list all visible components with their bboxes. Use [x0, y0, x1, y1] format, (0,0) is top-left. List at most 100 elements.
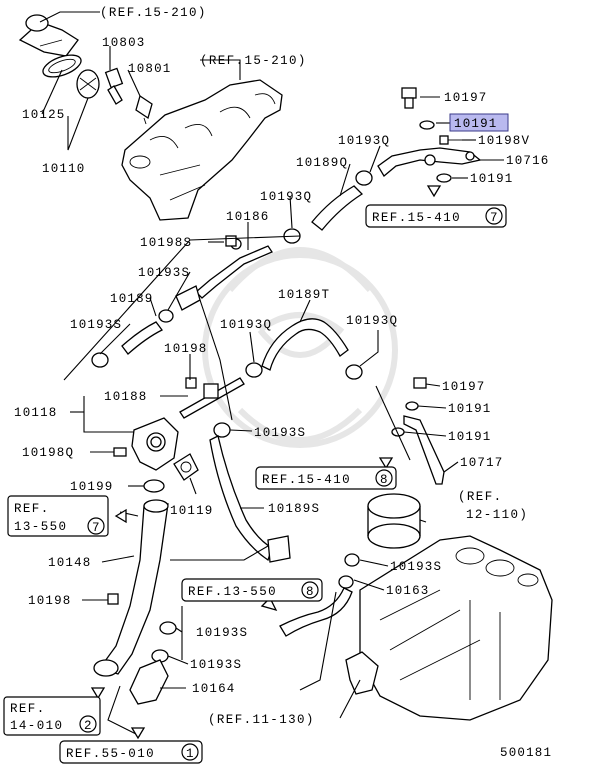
- label-10125[interactable]: 10125: [22, 108, 66, 122]
- label-10189T[interactable]: 10189T: [278, 288, 330, 302]
- hose-clamp-10193S-d[interactable]: [344, 553, 360, 567]
- label-10189[interactable]: 10189: [110, 292, 154, 306]
- hose-clamp-10193S-a[interactable]: [158, 309, 174, 323]
- label-10163[interactable]: 10163: [386, 584, 430, 598]
- oil-filter: [367, 493, 421, 549]
- watermark-emblem: [202, 247, 398, 448]
- ref-12-110[interactable]: (REF. 12-110): [458, 490, 528, 522]
- label-10193S-b[interactable]: 10193S: [70, 318, 122, 332]
- washer-10191-c[interactable]: [405, 401, 419, 411]
- hose-clamp-10193S-e[interactable]: [159, 621, 177, 635]
- ref-13-550-7[interactable]: REF. 13-550 7: [7, 495, 109, 537]
- label-10164[interactable]: 10164: [192, 682, 236, 696]
- o-ring-10199[interactable]: [143, 479, 165, 493]
- svg-text:7: 7: [92, 521, 101, 535]
- bolt-10198[interactable]: [185, 377, 197, 389]
- label-10193S-e[interactable]: 10193S: [196, 626, 248, 640]
- svg-text:REF.15-410: REF.15-410: [262, 473, 351, 487]
- label-10193S-f[interactable]: 10193S: [190, 658, 242, 672]
- gasket-10119[interactable]: [173, 453, 199, 481]
- hose-10189Q[interactable]: [311, 185, 364, 231]
- engine-block: [359, 535, 553, 721]
- label-10198-b[interactable]: 10198: [28, 594, 72, 608]
- ref-55-010-1[interactable]: REF.55-010 1: [59, 740, 203, 764]
- bracket-engine: [345, 651, 379, 695]
- hose-10163[interactable]: [279, 575, 354, 637]
- union-bolt-10197-b[interactable]: [413, 377, 427, 389]
- label-10717[interactable]: 10717: [460, 456, 504, 470]
- water-outlet-fitting-10118[interactable]: [131, 417, 179, 471]
- washer-lower[interactable]: [436, 173, 452, 183]
- water-inlet-pipe-10148[interactable]: [93, 499, 169, 677]
- label-10110[interactable]: 10110: [42, 162, 86, 176]
- hose-clamp-10193Q-c[interactable]: [245, 362, 263, 378]
- hose-10164[interactable]: [129, 659, 169, 705]
- ref-15-210-a[interactable]: (REF.15-210): [100, 6, 207, 20]
- label-10801[interactable]: 10801: [128, 62, 172, 76]
- thermostat-gasket[interactable]: [40, 51, 84, 82]
- label-10119[interactable]: 10119: [170, 504, 214, 518]
- svg-text:REF.55-010: REF.55-010: [66, 747, 155, 761]
- svg-text:REF.15-410: REF.15-410: [372, 211, 461, 225]
- temperature-sensor[interactable]: [104, 67, 124, 105]
- thermostat[interactable]: [76, 69, 100, 99]
- label-10189S[interactable]: 10189S: [268, 502, 320, 516]
- label-10148[interactable]: 10148: [48, 556, 92, 570]
- label-10193Q-d[interactable]: 10193Q: [346, 314, 398, 328]
- label-10198Q[interactable]: 10198Q: [22, 446, 74, 460]
- ref-arrows: [90, 185, 442, 740]
- label-10193S-d[interactable]: 10193S: [390, 560, 442, 574]
- label-10191-c[interactable]: 10191: [448, 402, 492, 416]
- label-10118[interactable]: 10118: [14, 406, 58, 420]
- hose-clamp-10193Q-d[interactable]: [345, 364, 363, 380]
- label-10191-b[interactable]: 10191: [470, 172, 514, 186]
- intake-manifold: [121, 79, 283, 221]
- svg-text:13-550: 13-550: [14, 520, 67, 534]
- bolt-small[interactable]: [439, 135, 462, 145]
- pipe-10717[interactable]: [403, 415, 445, 485]
- ref-15-410-7[interactable]: REF.15-410 7: [365, 204, 507, 228]
- ref-11-130[interactable]: (REF.11-130): [208, 713, 315, 727]
- hose-10189T[interactable]: [261, 318, 349, 371]
- thermostat-housing[interactable]: [18, 14, 79, 57]
- gasket-washer-highlighted[interactable]: [419, 120, 435, 130]
- svg-text:(REF.: (REF.: [458, 490, 503, 504]
- bolt-10198-b[interactable]: [107, 593, 119, 605]
- hose-clamp-10193S-c[interactable]: [213, 422, 231, 438]
- hose-10189[interactable]: [121, 321, 163, 355]
- label-10188[interactable]: 10188: [104, 390, 148, 404]
- hose-clamp-10193S-b[interactable]: [91, 352, 109, 368]
- bolt-10198S[interactable]: [225, 235, 237, 247]
- bolt-10198Q[interactable]: [113, 447, 127, 457]
- label-10193Q-a[interactable]: 10193Q: [338, 134, 390, 148]
- label-10191-d[interactable]: 10191: [448, 430, 492, 444]
- label-10193Q-b[interactable]: 10193Q: [260, 190, 312, 204]
- label-10193S-a[interactable]: 10193S: [138, 266, 190, 280]
- label-10803[interactable]: 10803: [102, 36, 146, 50]
- water-pipe-bracket[interactable]: [377, 147, 482, 177]
- ref-13-550-8[interactable]: REF.13-550 8: [181, 578, 323, 602]
- ref-15-410-8[interactable]: REF.15-410 8: [255, 466, 397, 490]
- label-10716[interactable]: 10716: [506, 154, 550, 168]
- union-bolt[interactable]: [401, 87, 417, 109]
- diagram-code: 500181: [500, 746, 552, 760]
- hose-clamp-upper[interactable]: [355, 170, 373, 186]
- label-10197-a[interactable]: 10197: [444, 91, 488, 105]
- label-10189Q[interactable]: 10189Q: [296, 156, 348, 170]
- label-10197-b[interactable]: 10197: [442, 380, 486, 394]
- temperature-gauge-unit[interactable]: [135, 94, 153, 125]
- bypass-pipe-10188[interactable]: [179, 377, 245, 419]
- ref-15-210-b[interactable]: (REF.15-210): [200, 54, 307, 68]
- label-10198V[interactable]: 10198V: [478, 134, 530, 148]
- label-10198[interactable]: 10198: [164, 342, 208, 356]
- label-10186[interactable]: 10186: [226, 210, 270, 224]
- label-10191-highlighted[interactable]: 10191: [454, 117, 498, 131]
- label-10193Q-c[interactable]: 10193Q: [220, 318, 272, 332]
- ref-14-010-2[interactable]: REF. 14-010 2: [3, 696, 101, 736]
- label-10198S[interactable]: 10198S: [140, 236, 192, 250]
- label-10193S-c[interactable]: 10193S: [254, 426, 306, 440]
- label-10199[interactable]: 10199: [70, 480, 114, 494]
- hose-10189S[interactable]: [209, 435, 291, 563]
